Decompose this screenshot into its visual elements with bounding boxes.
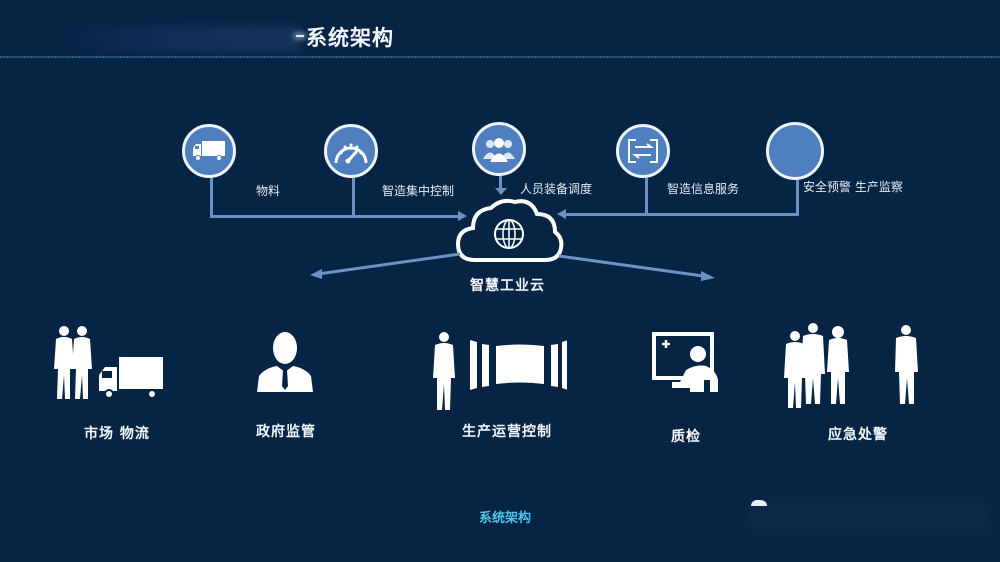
businessman-icon	[257, 332, 313, 392]
cloud-globe-icon	[455, 198, 564, 262]
footer-caption: 系统架构	[479, 511, 532, 526]
group-people-icon	[784, 323, 918, 408]
connector-material	[210, 178, 213, 216]
connector-info-service	[645, 178, 648, 216]
label-personnel: 人员装备调度	[520, 182, 593, 196]
label-emergency: 应急处警	[828, 427, 888, 443]
node-central-control	[324, 124, 378, 178]
page-title: 系统架构	[306, 26, 394, 50]
arrow-right-icon	[458, 211, 467, 221]
label-info-service: 智造信息服务	[667, 182, 740, 196]
presenter-board-icon	[652, 332, 718, 392]
label-gov-regulation: 政府监管	[256, 424, 316, 440]
header-divider	[0, 56, 1000, 58]
label-market-logistics: 市场 物流	[84, 426, 150, 442]
people-truck-icon	[54, 326, 163, 399]
watermark-icon	[751, 500, 767, 506]
exchange-icon	[628, 139, 658, 163]
people-group-icon	[483, 138, 515, 162]
hub-label: 智慧工业云	[470, 278, 545, 294]
label-central-control: 智造集中控制	[382, 184, 455, 198]
node-personnel	[472, 122, 526, 176]
connector-personnel	[499, 176, 502, 190]
arrow-to-left-group	[310, 252, 461, 279]
bus-right	[566, 213, 799, 216]
node-safety	[766, 122, 824, 180]
connector-safety	[796, 180, 799, 216]
person-screens-icon	[433, 332, 567, 410]
arrow-down-icon	[495, 188, 507, 195]
header-dash-decoration	[296, 35, 304, 37]
arrow-left-icon	[557, 209, 566, 219]
watermark-blur	[750, 500, 990, 534]
label-safety: 安全预警 生产监察	[803, 180, 903, 194]
connector-central-control	[352, 178, 355, 216]
bus-left	[210, 215, 460, 218]
gauge-icon	[334, 143, 368, 164]
label-production-control: 生产运营控制	[462, 424, 552, 440]
arrow-to-right-group	[558, 254, 715, 281]
header-blur-decoration	[60, 26, 300, 52]
label-quality-check: 质检	[671, 429, 701, 445]
truck-icon	[193, 141, 225, 161]
node-material	[182, 124, 236, 178]
node-info-service	[616, 124, 670, 178]
label-material: 物料	[256, 184, 281, 198]
